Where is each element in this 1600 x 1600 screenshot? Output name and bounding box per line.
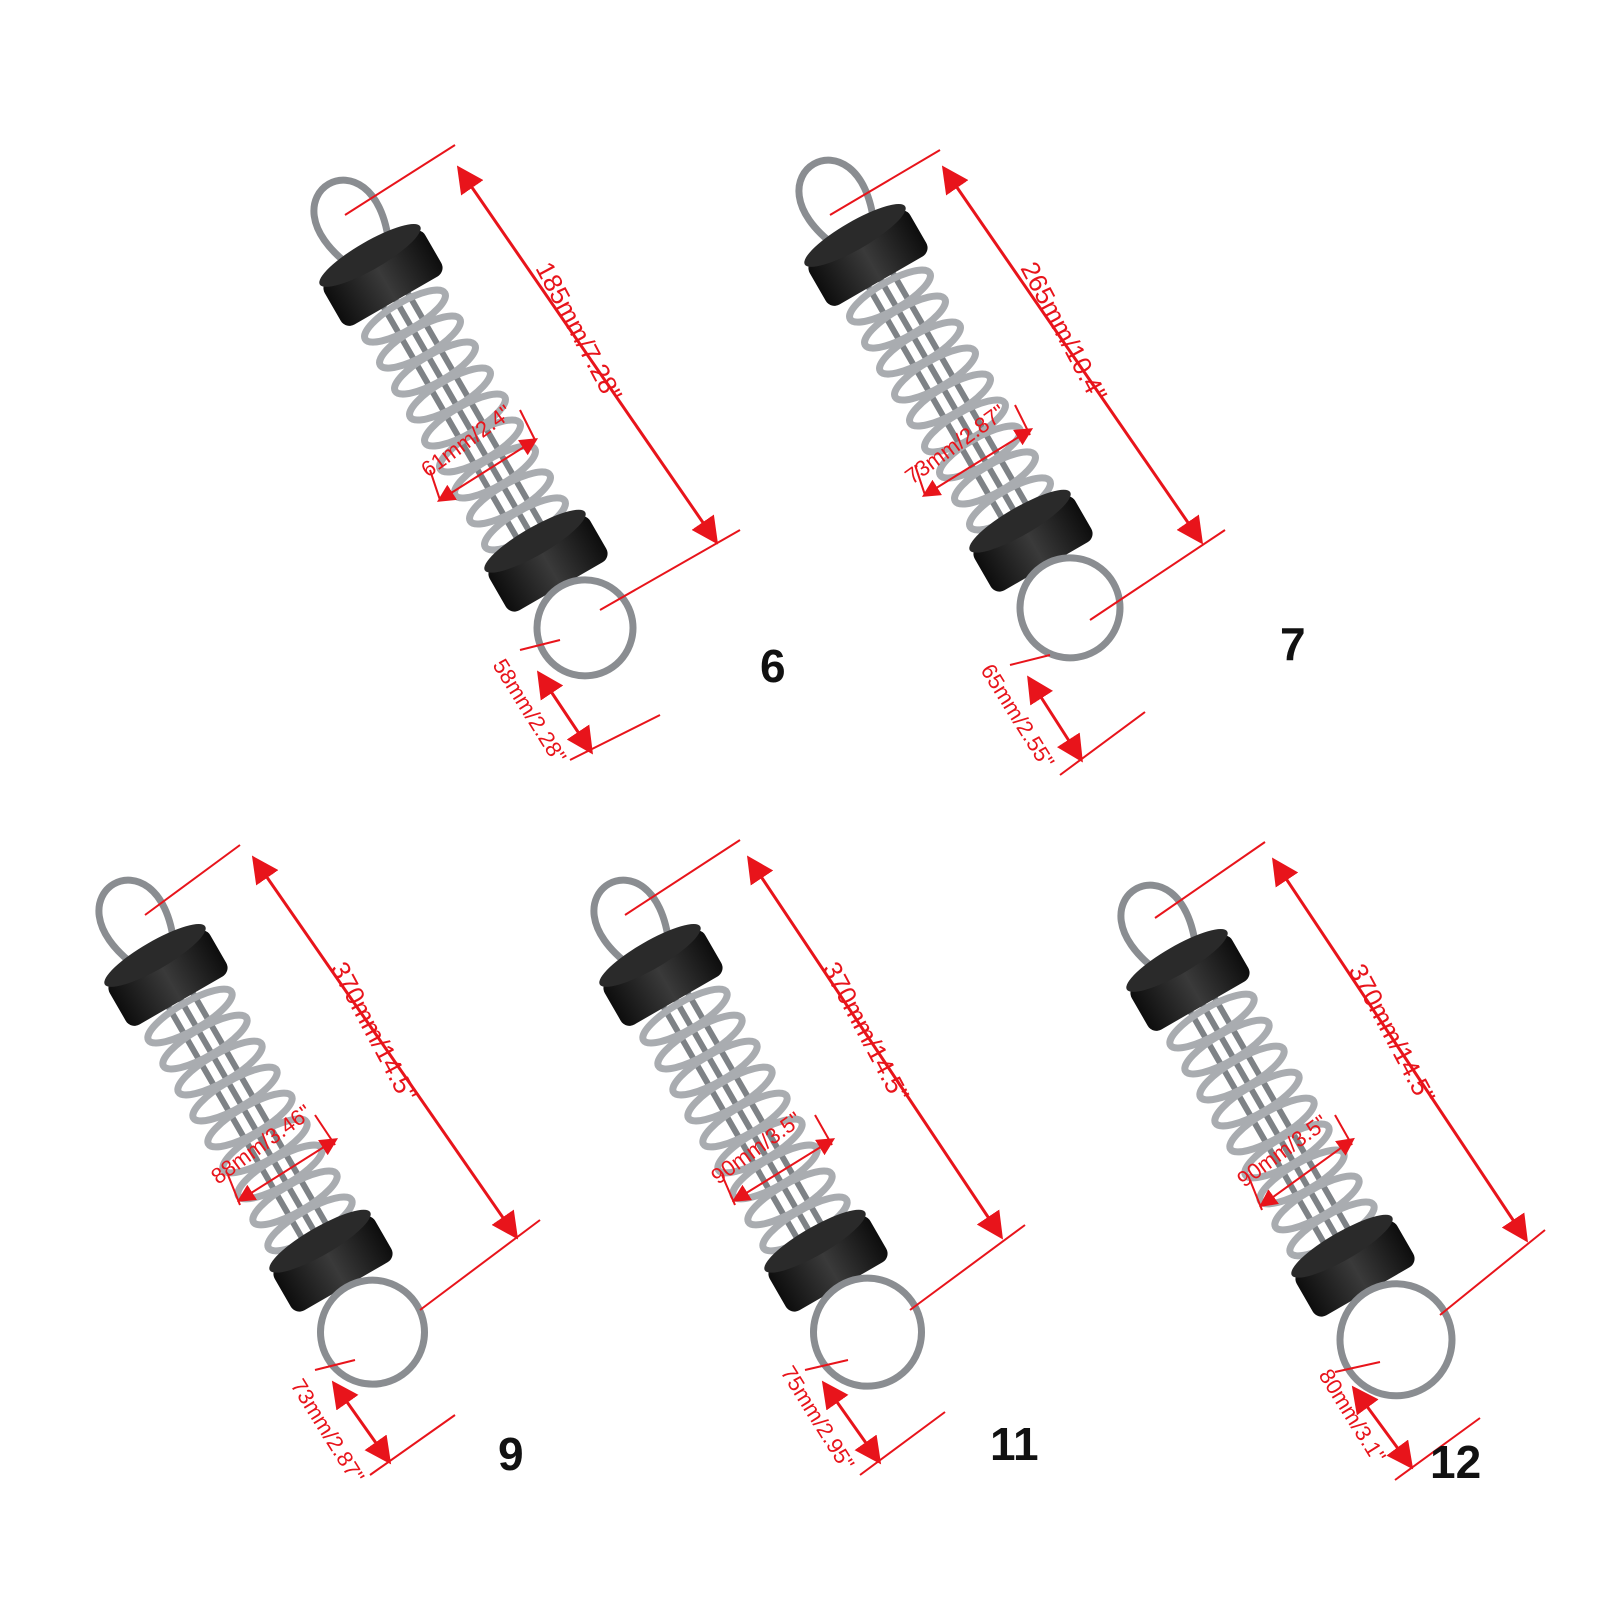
length-arrow-icon bbox=[747, 855, 1003, 1240]
item-number: 9 bbox=[498, 1428, 524, 1480]
top-rubber-cap bbox=[323, 230, 443, 326]
total-length-label: 370mm/14.5" bbox=[1343, 959, 1442, 1109]
ring-arrow-icon bbox=[331, 1380, 392, 1465]
top-loop-ring-icon bbox=[590, 876, 673, 970]
length-arrow-icon bbox=[456, 165, 719, 545]
top-loop-ring-icon bbox=[795, 156, 878, 250]
coil-arrow-icon bbox=[731, 1138, 836, 1202]
bottom-loop-ring-icon bbox=[317, 1276, 428, 1388]
top-rubber-cap bbox=[603, 930, 723, 1026]
ring-arrow-icon bbox=[1027, 675, 1083, 763]
snubber-item-9: 370mm/14.5" 88mm/3.46" 73mm/2.87" 9 bbox=[95, 844, 541, 1488]
length-arrow-icon bbox=[941, 165, 1204, 545]
top-loop-ring-icon bbox=[310, 176, 393, 270]
ring-arrow-icon bbox=[1351, 1385, 1414, 1470]
total-length-label: 370mm/14.5" bbox=[817, 957, 916, 1107]
ring-diameter-label: 65mm/2.55" bbox=[976, 659, 1060, 772]
bottom-loop-ring-icon bbox=[1016, 554, 1124, 662]
bottom-loop-ring-icon bbox=[533, 576, 637, 680]
total-length-label: 265mm/10.4" bbox=[1015, 257, 1114, 407]
bottom-rubber-cap bbox=[768, 1215, 888, 1312]
coil-arrow-icon bbox=[236, 1138, 339, 1202]
spring-snubber-icon bbox=[590, 876, 925, 1390]
item-number: 6 bbox=[760, 640, 786, 692]
ring-arrow-icon bbox=[537, 670, 593, 755]
snubber-item-12: 370mm/14.5" 90mm/3.5" 80mm/3.1" 12 bbox=[1117, 841, 1546, 1488]
top-loop-ring-icon bbox=[1117, 881, 1200, 975]
total-length-label: 185mm/7.28" bbox=[530, 257, 629, 407]
item-number: 11 bbox=[990, 1418, 1039, 1470]
bottom-loop-ring-icon bbox=[810, 1274, 925, 1390]
snubber-item-6: 185mm/7.28" 61mm/2.4" 58mm/2.28" 6 bbox=[310, 144, 786, 768]
ring-arrow-icon bbox=[821, 1380, 882, 1465]
top-rubber-cap bbox=[108, 930, 228, 1026]
bottom-rubber-cap bbox=[1295, 1220, 1415, 1317]
dimension-lines bbox=[624, 839, 1026, 1476]
length-arrow-icon bbox=[1272, 857, 1528, 1243]
dimension-lines bbox=[144, 844, 541, 1476]
total-length-label: 370mm/14.5" bbox=[325, 957, 424, 1107]
item-number: 12 bbox=[1430, 1436, 1481, 1488]
top-loop-ring-icon bbox=[95, 876, 178, 970]
snubber-item-7: 265mm/10.4" 73mm/2.87" 65mm/2.55" 7 bbox=[795, 149, 1306, 776]
dimension-lines bbox=[829, 149, 1226, 776]
spring-snubber-icon bbox=[95, 876, 428, 1388]
top-rubber-cap bbox=[808, 210, 928, 306]
item-number: 7 bbox=[1280, 618, 1306, 670]
coil-arrow-icon bbox=[436, 438, 539, 502]
ring-diameter-label: 73mm/2.87" bbox=[286, 1374, 370, 1487]
dimension-lines bbox=[1154, 841, 1546, 1481]
top-rubber-cap bbox=[1130, 935, 1250, 1031]
coil-arrow-icon bbox=[1259, 1137, 1355, 1208]
spring-snubber-icon bbox=[795, 156, 1124, 662]
dimension-lines bbox=[344, 144, 741, 761]
coil-arrow-icon bbox=[921, 428, 1034, 497]
snubber-item-11: 370mm/14.5" 90mm/3.5" 75mm/2.95" 11 bbox=[590, 839, 1039, 1476]
bottom-rubber-cap bbox=[273, 1215, 393, 1312]
length-arrow-icon bbox=[251, 855, 519, 1240]
